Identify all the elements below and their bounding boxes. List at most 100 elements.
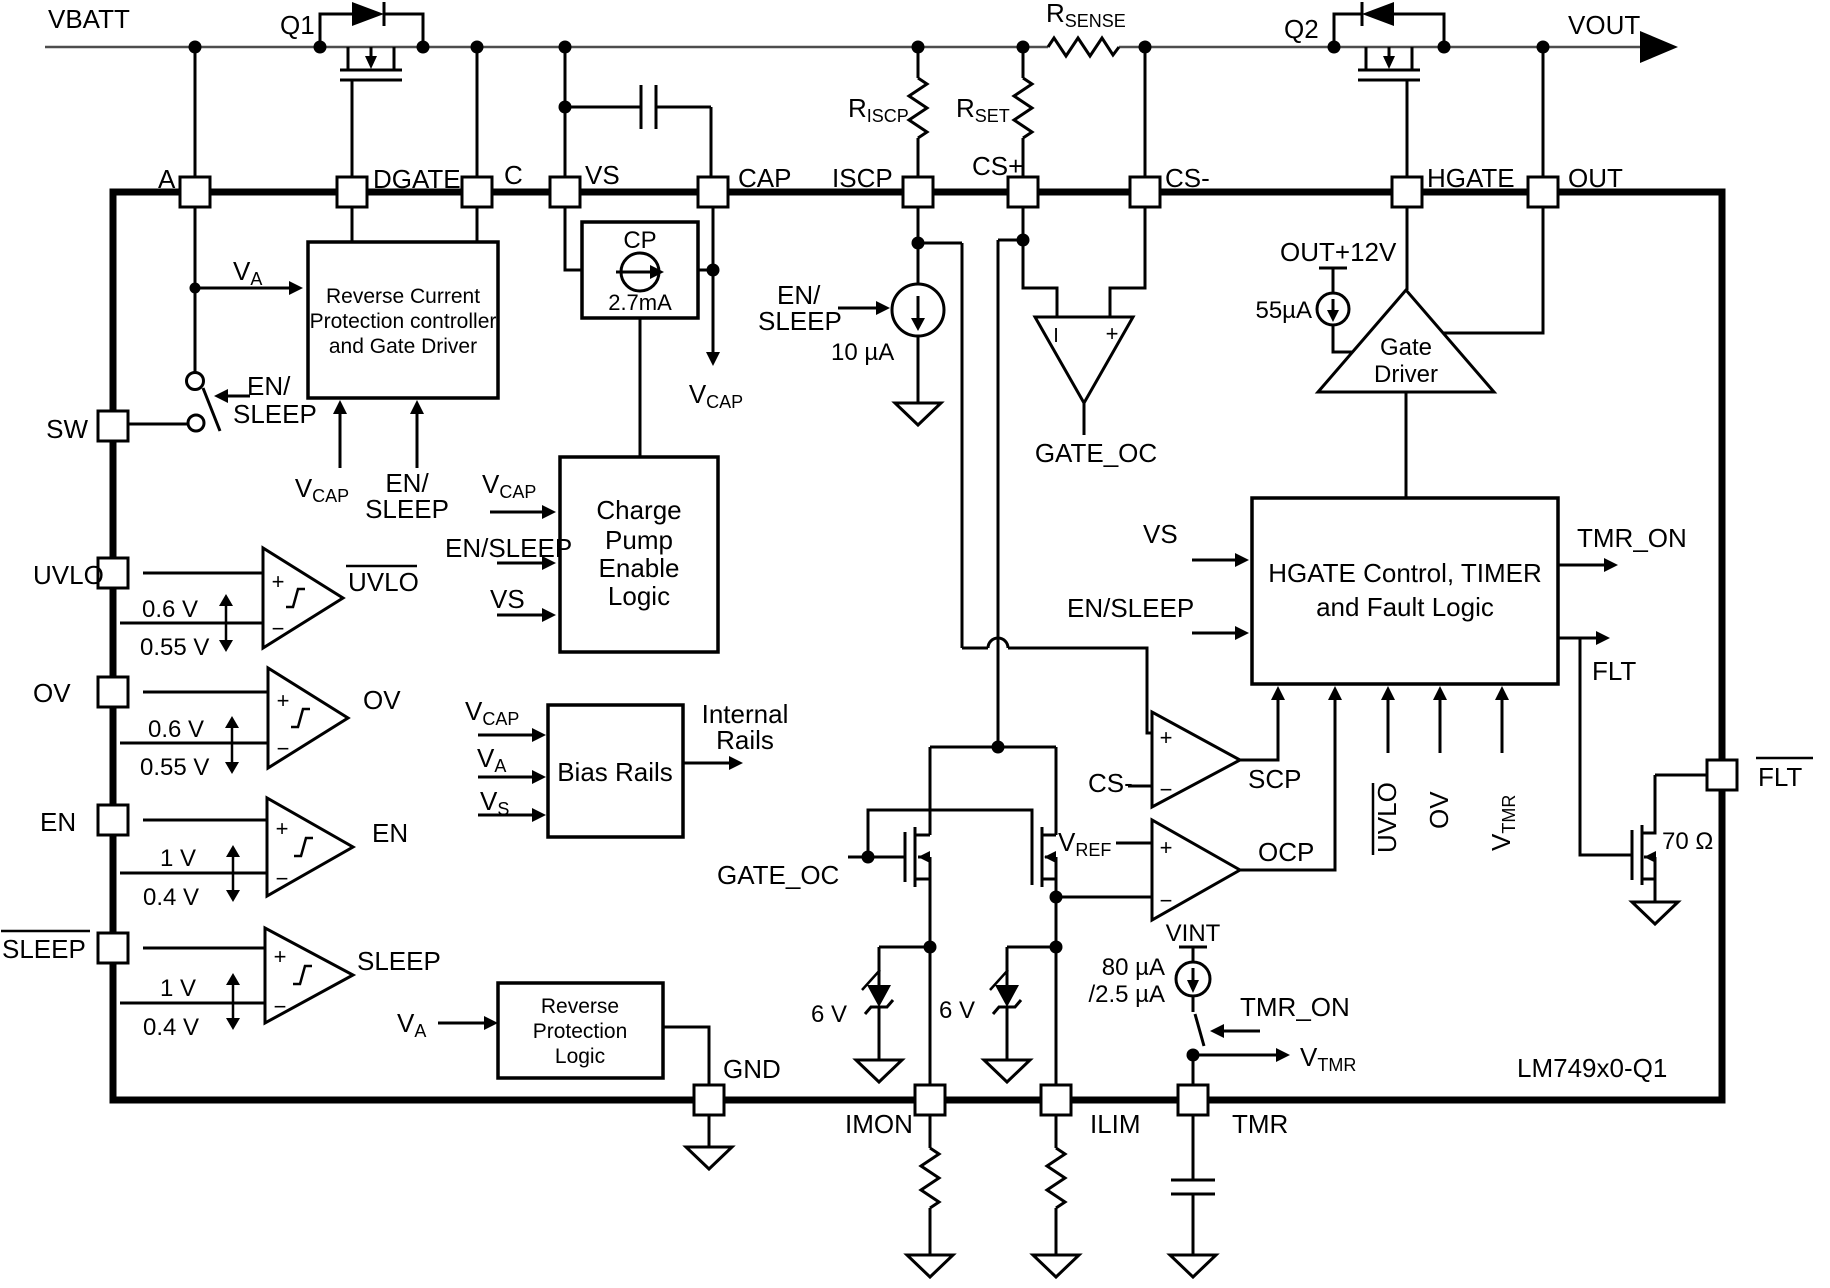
vbatt-label: VBATT xyxy=(48,4,130,34)
tmr-on-output-label: TMR_ON xyxy=(1577,523,1687,553)
current-source-80ua xyxy=(1174,960,1212,998)
pin-en-label: EN xyxy=(40,807,76,837)
rsense-resistor xyxy=(1046,35,1121,59)
charge-pump-block xyxy=(580,220,700,320)
vout-label: VOUT xyxy=(1568,10,1640,40)
pin-sleep-label-group: SLEEP xyxy=(1,929,90,964)
pin-cs-plus xyxy=(1006,175,1040,209)
en-plus-mark: + xyxy=(276,816,289,841)
sleep-th-low: 0.4 V xyxy=(143,1014,199,1041)
pin-iscp-label: ISCP xyxy=(832,163,893,193)
uvlo-cmp-labels: + − UVLO 0.6 V 0.55 V xyxy=(140,564,419,661)
ocp-label: OCP xyxy=(1258,837,1314,867)
q2-mosfet xyxy=(1332,2,1446,82)
pin-en xyxy=(96,803,130,837)
pin-c-label: C xyxy=(504,160,523,190)
en-minus-mark: − xyxy=(276,866,289,891)
ensleep-label-rcp-1: EN/ xyxy=(385,468,429,498)
internal-rails-line1: Internal xyxy=(702,699,789,729)
resistors xyxy=(906,35,1121,1210)
pin-hgate-label: HGATE xyxy=(1427,163,1515,193)
internal-rails-line2: Rails xyxy=(716,725,774,755)
rcp-block-line3: and Gate Driver xyxy=(329,335,477,358)
vcap-label-rcp: VCAP xyxy=(295,473,349,506)
vcap-label-cap-pin: VCAP xyxy=(689,379,743,412)
pin-sw-label: SW xyxy=(46,414,88,444)
pin-sleep-label: SLEEP xyxy=(2,934,86,964)
en-hysteresis-icon xyxy=(294,836,313,858)
pin-cs-minus-label: CS- xyxy=(1165,163,1210,193)
ov-rotated-label: OV xyxy=(1424,791,1454,829)
gate-driver-triangle xyxy=(1314,287,1498,394)
sleep-output-label: SLEEP xyxy=(357,946,441,976)
ensleep-label-10ua-2: SLEEP xyxy=(758,306,842,336)
pin-tmr xyxy=(1176,1083,1210,1117)
sleep-plus-mark: + xyxy=(274,944,287,969)
gate-driver-line1: Gate xyxy=(1380,334,1432,361)
pin-cs-minus xyxy=(1128,175,1162,209)
q1-label: Q1 xyxy=(280,10,315,40)
en-output-label: EN xyxy=(372,818,408,848)
rcp-block-line1: Reverse Current xyxy=(326,285,480,308)
ov-plus-mark: + xyxy=(277,688,290,713)
charge-pump-enable-logic-block xyxy=(558,455,720,654)
cpel-line2: Pump xyxy=(605,525,673,555)
bias-rails-block xyxy=(546,703,685,839)
rcp-block-line2: Protection controller xyxy=(310,310,497,333)
current-10ua-label: 10 µA xyxy=(831,339,894,366)
hgate-control-block xyxy=(1250,496,1560,686)
ensleep-label-cpel: EN/SLEEP xyxy=(445,533,572,563)
en-comparator xyxy=(265,795,357,899)
sleep-comparator xyxy=(263,925,357,1026)
pin-c xyxy=(460,175,494,209)
sleep-cmp-labels: + − SLEEP 1 V 0.4 V xyxy=(143,944,441,1041)
pin-ov-label: OV xyxy=(33,678,71,708)
sw-contact-upper xyxy=(185,371,205,391)
uvlo-minus-mark: − xyxy=(272,616,285,641)
rset-resistor xyxy=(1011,76,1035,140)
cp-block-title: CP xyxy=(623,227,656,254)
pin-iscp xyxy=(901,175,935,209)
cpel-line1: Charge xyxy=(596,495,681,525)
rpl-line2: Protection xyxy=(533,1020,628,1043)
uvlo-plus-mark: + xyxy=(272,569,285,594)
bias-rails-title: Bias Rails xyxy=(557,757,673,787)
uvlo-th-low: 0.55 V xyxy=(140,634,209,661)
rpl-line1: Reverse xyxy=(541,995,619,1018)
sw-switch-blade xyxy=(201,387,222,432)
pin-a xyxy=(178,175,212,209)
riscp-resistor xyxy=(906,76,930,140)
scp-comparator xyxy=(1150,709,1244,810)
tmr-on-switch-label: TMR_ON xyxy=(1240,992,1350,1022)
gate-oc-cmp-i-mark: I xyxy=(1053,325,1059,347)
pin-imon xyxy=(913,1083,947,1117)
sleep-minus-mark: − xyxy=(274,994,287,1019)
ensleep-label-rcp-2: SLEEP xyxy=(365,494,449,524)
vout-arrow xyxy=(1640,31,1678,63)
ocp-comparator xyxy=(1150,817,1244,923)
vcap-label-cpel: VCAP xyxy=(482,469,536,502)
cpel-line4: Logic xyxy=(608,581,670,611)
current-80ua-label-2: /2.5 µA xyxy=(1088,981,1165,1008)
hgate-block-line1: HGATE Control, TIMER xyxy=(1268,558,1542,588)
pin-dgate xyxy=(335,175,369,209)
gate-oc-fet-right xyxy=(1030,827,1058,887)
ensleep-label-sw-2: SLEEP xyxy=(233,399,317,429)
svg-text:OV: OV xyxy=(1424,791,1454,829)
pin-imon-label: IMON xyxy=(845,1109,913,1139)
gate-oc-comparator xyxy=(1032,315,1136,407)
vtmr-rotated-label: VTMR xyxy=(1486,795,1519,851)
pin-cap-label: CAP xyxy=(738,163,791,193)
vint-label: VINT xyxy=(1166,920,1221,947)
uvlo-output-label: UVLO xyxy=(348,567,419,597)
gate-oc-cmp-output-label: GATE_OC xyxy=(1035,438,1157,468)
uvlo-comparator xyxy=(261,545,346,651)
q2-label: Q2 xyxy=(1284,14,1319,44)
zener-left xyxy=(861,969,895,1015)
cs-minus-scp-label: CS- xyxy=(1088,768,1133,798)
ov-th-high: 0.6 V xyxy=(148,716,204,743)
pin-gnd-label: GND xyxy=(723,1054,781,1084)
cpel-line3: Enable xyxy=(599,553,680,583)
pin-flt-label: FLT xyxy=(1758,762,1802,792)
